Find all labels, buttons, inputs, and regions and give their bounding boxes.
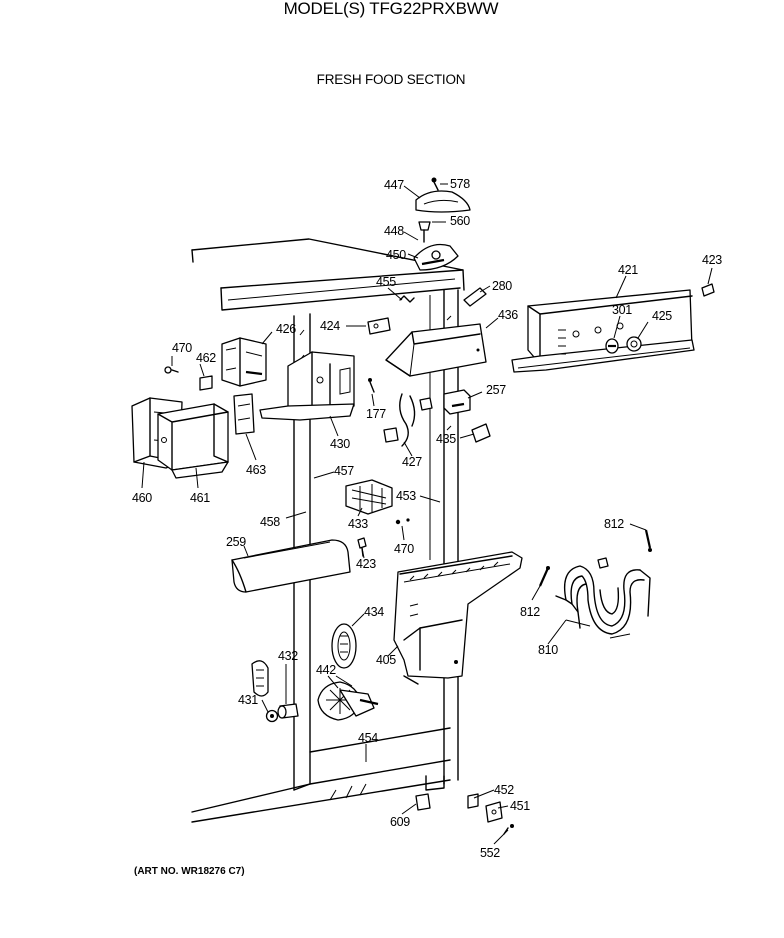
part-301-knob bbox=[605, 338, 619, 354]
label-432: 432 bbox=[278, 649, 298, 663]
label-423-top: 423 bbox=[702, 253, 722, 267]
label-457: 457 bbox=[334, 464, 354, 478]
part-426-bracket bbox=[221, 337, 267, 387]
label-448: 448 bbox=[384, 224, 404, 238]
part-812-clip-b bbox=[538, 566, 550, 587]
part-578-screw bbox=[431, 177, 439, 191]
part-430-cover bbox=[259, 351, 355, 421]
label-431: 431 bbox=[238, 693, 258, 707]
part-425-knob bbox=[626, 336, 642, 352]
label-450: 450 bbox=[386, 248, 406, 262]
part-435-clip bbox=[471, 423, 491, 443]
label-470-mid: 470 bbox=[394, 542, 414, 556]
label-421: 421 bbox=[618, 263, 638, 277]
part-424-switch bbox=[367, 317, 391, 335]
label-301: 301 bbox=[612, 303, 632, 317]
label-452: 452 bbox=[494, 783, 514, 797]
label-578: 578 bbox=[450, 177, 470, 191]
label-810: 810 bbox=[538, 643, 558, 657]
part-177-screw bbox=[368, 378, 375, 393]
label-455: 455 bbox=[376, 275, 396, 289]
part-463-bracket bbox=[233, 393, 255, 435]
label-552: 552 bbox=[480, 846, 500, 860]
part-421-control-panel bbox=[511, 289, 695, 373]
label-424: 424 bbox=[320, 319, 340, 333]
label-462: 462 bbox=[196, 351, 216, 365]
part-455-wiring bbox=[399, 295, 415, 303]
part-451-hinge bbox=[485, 801, 503, 823]
label-257: 257 bbox=[486, 383, 506, 397]
label-812-top: 812 bbox=[604, 517, 624, 531]
part-405-duct bbox=[393, 551, 523, 685]
part-448-screw bbox=[418, 221, 431, 243]
part-257-switch bbox=[443, 389, 471, 415]
label-430: 430 bbox=[330, 437, 350, 451]
part-434-grille bbox=[331, 623, 357, 669]
part-442-fan bbox=[317, 681, 379, 721]
part-812-clip-a bbox=[644, 529, 652, 552]
label-259: 259 bbox=[226, 535, 246, 549]
part-470-screw-a bbox=[164, 366, 179, 374]
label-425: 425 bbox=[652, 309, 672, 323]
part-431-bulb bbox=[265, 709, 279, 723]
label-454: 454 bbox=[358, 731, 378, 745]
part-447-cover bbox=[415, 190, 471, 213]
part-452-plate bbox=[467, 793, 479, 809]
part-450-bracket bbox=[413, 243, 459, 271]
label-609: 609 bbox=[390, 815, 410, 829]
part-259-trim bbox=[231, 539, 351, 593]
label-435: 435 bbox=[436, 432, 456, 446]
label-463: 463 bbox=[246, 463, 266, 477]
label-812-low: 812 bbox=[520, 605, 540, 619]
part-461-thermostat bbox=[157, 403, 229, 479]
part-432-socket bbox=[277, 703, 299, 719]
part-423-cap bbox=[701, 283, 715, 297]
label-436: 436 bbox=[498, 308, 518, 322]
part-432-lens bbox=[251, 660, 269, 697]
label-423-mid: 423 bbox=[356, 557, 376, 571]
model-title: MODEL(S) TFG22PRXBWW bbox=[284, 0, 499, 18]
label-434: 434 bbox=[364, 605, 384, 619]
part-810-heater bbox=[555, 557, 651, 639]
section-title: FRESH FOOD SECTION bbox=[317, 72, 466, 87]
label-461: 461 bbox=[190, 491, 210, 505]
part-470-screw-b bbox=[395, 518, 410, 525]
part-436-housing bbox=[385, 323, 487, 377]
part-609-roller bbox=[415, 793, 431, 811]
label-426: 426 bbox=[276, 322, 296, 336]
label-460: 460 bbox=[132, 491, 152, 505]
label-280: 280 bbox=[492, 279, 512, 293]
label-458: 458 bbox=[260, 515, 280, 529]
part-280-bulb bbox=[463, 287, 487, 307]
part-462-clip bbox=[199, 375, 213, 391]
leader-lines bbox=[141, 183, 713, 845]
label-442: 442 bbox=[316, 663, 336, 677]
label-405: 405 bbox=[376, 653, 396, 667]
label-427: 427 bbox=[402, 455, 422, 469]
label-560: 560 bbox=[450, 214, 470, 228]
label-433: 433 bbox=[348, 517, 368, 531]
label-453: 453 bbox=[396, 489, 416, 503]
part-423-screw-b bbox=[357, 537, 367, 557]
label-447: 447 bbox=[384, 178, 404, 192]
art-number: (ART NO. WR18276 C7) bbox=[134, 866, 245, 877]
part-427-harness bbox=[383, 393, 433, 447]
label-470-left: 470 bbox=[172, 341, 192, 355]
part-labels: 447 578 448 560 450 455 280 421 423 426 … bbox=[132, 177, 723, 860]
part-433-guard bbox=[345, 479, 393, 515]
label-177: 177 bbox=[366, 407, 386, 421]
label-451: 451 bbox=[510, 799, 530, 813]
